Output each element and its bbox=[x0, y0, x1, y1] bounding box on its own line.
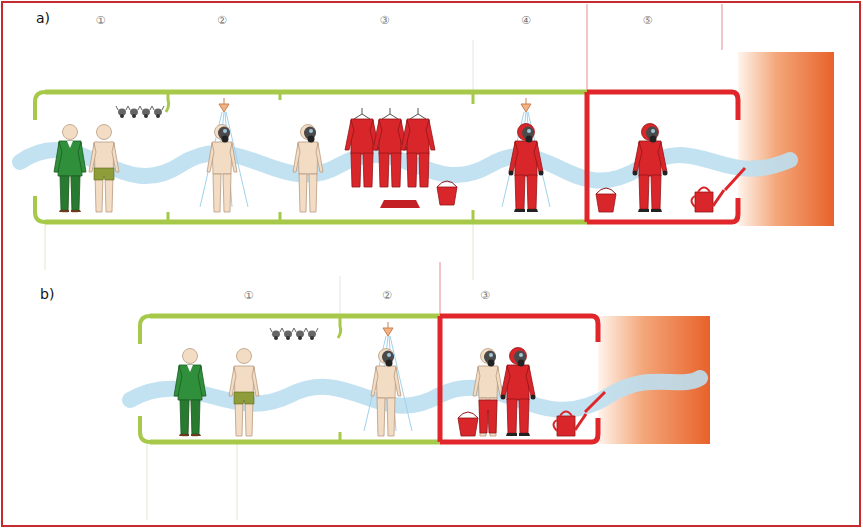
callout-number: ② bbox=[166, 14, 278, 27]
callout-number: ④ bbox=[469, 14, 583, 27]
callout-number: ① bbox=[147, 289, 350, 302]
callout-number: ③ bbox=[288, 14, 481, 27]
compartment: ② bbox=[168, 92, 280, 222]
compartment: ② bbox=[340, 316, 440, 442]
panel-label: b) bbox=[40, 286, 54, 302]
compartment: ③ bbox=[440, 316, 598, 442]
compartment: ③ bbox=[280, 92, 473, 222]
compartment: ⑤ bbox=[587, 92, 738, 222]
compartment: ④ bbox=[473, 92, 587, 222]
callout-number: ⑤ bbox=[572, 14, 723, 27]
panel-label: a) bbox=[36, 10, 50, 26]
callout-number: ② bbox=[337, 289, 437, 302]
compartment: ① bbox=[137, 316, 340, 442]
compartment: ① bbox=[33, 92, 168, 222]
callout-number: ③ bbox=[406, 289, 564, 302]
callout-number: ① bbox=[33, 14, 168, 27]
